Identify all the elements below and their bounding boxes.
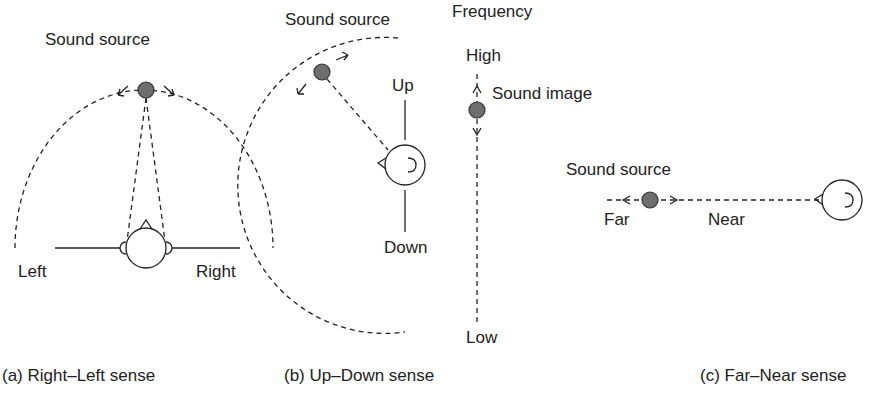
source-path-arc bbox=[238, 37, 405, 333]
direction-label: Down bbox=[384, 238, 427, 258]
axis-line bbox=[404, 100, 405, 140]
direction-label: Left bbox=[18, 262, 46, 282]
listener-head bbox=[385, 145, 425, 185]
arrow-head bbox=[336, 52, 348, 60]
direction-label: Near bbox=[708, 210, 745, 230]
sound-source-dot bbox=[138, 82, 154, 98]
arrow-head bbox=[118, 86, 128, 96]
axis-line bbox=[172, 247, 240, 248]
arrow-head bbox=[623, 196, 630, 204]
panel-caption: (a) Right–Left sense bbox=[2, 366, 155, 386]
direction-label: Right bbox=[196, 262, 236, 282]
sound-image-dot bbox=[469, 102, 485, 118]
arrow-head bbox=[164, 86, 174, 96]
axis-label: Low bbox=[466, 328, 497, 348]
arrow-head bbox=[473, 128, 481, 135]
sound-ray bbox=[146, 98, 165, 241]
source-label: Sound source bbox=[285, 10, 390, 30]
listener-nose bbox=[815, 194, 823, 205]
axis-label: High bbox=[466, 46, 501, 66]
panel-caption: (c) Far–Near sense bbox=[700, 366, 846, 386]
direction-label: Far bbox=[604, 210, 630, 230]
listener-ear bbox=[845, 193, 853, 207]
sound-ray bbox=[127, 98, 146, 241]
listener-ear bbox=[166, 242, 172, 254]
axis-line bbox=[55, 247, 120, 248]
listener-head bbox=[822, 180, 862, 220]
axis-title: Frequency bbox=[452, 2, 532, 22]
source-label: Sound source bbox=[566, 160, 671, 180]
listener-nose bbox=[378, 158, 386, 169]
listener-ear bbox=[408, 158, 416, 172]
sound-source-dot bbox=[642, 192, 658, 208]
sound-ray bbox=[327, 79, 388, 150]
source-path-arc bbox=[15, 90, 273, 248]
listener-nose bbox=[140, 220, 152, 229]
panel-caption: (b) Up–Down sense bbox=[284, 366, 434, 386]
source-label: Sound source bbox=[45, 30, 150, 50]
listener-head bbox=[126, 228, 166, 268]
arrow-head bbox=[473, 86, 481, 93]
sound-source-dot bbox=[314, 64, 330, 80]
distance-axis bbox=[607, 199, 820, 200]
image-label: Sound image bbox=[492, 84, 592, 104]
axis-line bbox=[404, 190, 405, 232]
direction-label: Up bbox=[392, 76, 414, 96]
arrow-head bbox=[297, 84, 306, 94]
arrow-head bbox=[670, 196, 677, 204]
listener-ear bbox=[120, 242, 126, 254]
